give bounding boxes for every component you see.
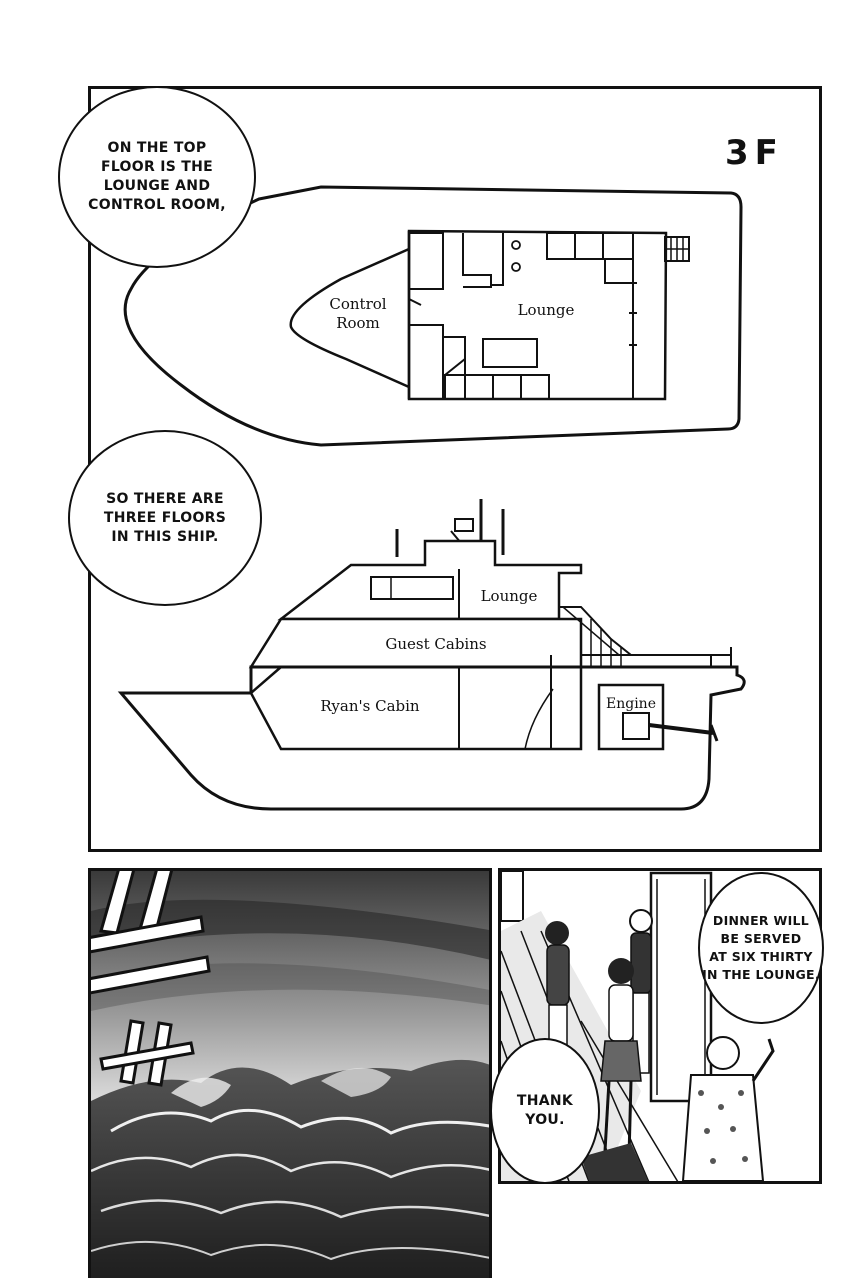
speech-bubble-thank-you: THANK YOU. bbox=[490, 1038, 600, 1184]
panel-ship-diagram: Control Room Lounge 3F bbox=[88, 86, 822, 852]
floor-label: 3F bbox=[725, 133, 784, 173]
plan-label-lounge: Lounge bbox=[517, 301, 575, 319]
top-floor-plan bbox=[123, 185, 743, 447]
speech-bubble-dinner: DINNER WILL BE SERVED AT SIX THIRTY IN T… bbox=[698, 872, 824, 1024]
side-label-guest-cabins: Guest Cabins bbox=[385, 635, 487, 653]
side-label-lounge: Lounge bbox=[480, 587, 538, 605]
speech-text-three-floors: SO THERE ARE THREE FLOORS IN THIS SHIP. bbox=[103, 490, 227, 545]
ship-side-elevation bbox=[117, 499, 746, 811]
speech-text-dinner: DINNER WILL BE SERVED AT SIX THIRTY IN T… bbox=[702, 913, 820, 982]
side-label-engine: Engine bbox=[606, 696, 656, 712]
speech-bubble-top-floor: ON THE TOP FLOOR IS THE LOUNGE AND CONTR… bbox=[58, 86, 256, 268]
plan-label-control-room: Control Room bbox=[329, 295, 387, 332]
speech-bubble-three-floors: SO THERE ARE THREE FLOORS IN THIS SHIP. bbox=[68, 430, 262, 606]
side-label-ryans-cabin: Ryan's Cabin bbox=[320, 697, 420, 715]
speech-text-thank-you: THANK YOU. bbox=[516, 1093, 574, 1128]
sound-effect-graphic bbox=[91, 871, 211, 1087]
speech-text-top-floor: ON THE TOP FLOOR IS THE LOUNGE AND CONTR… bbox=[88, 140, 226, 213]
panel-stormy-sea bbox=[88, 868, 492, 1278]
